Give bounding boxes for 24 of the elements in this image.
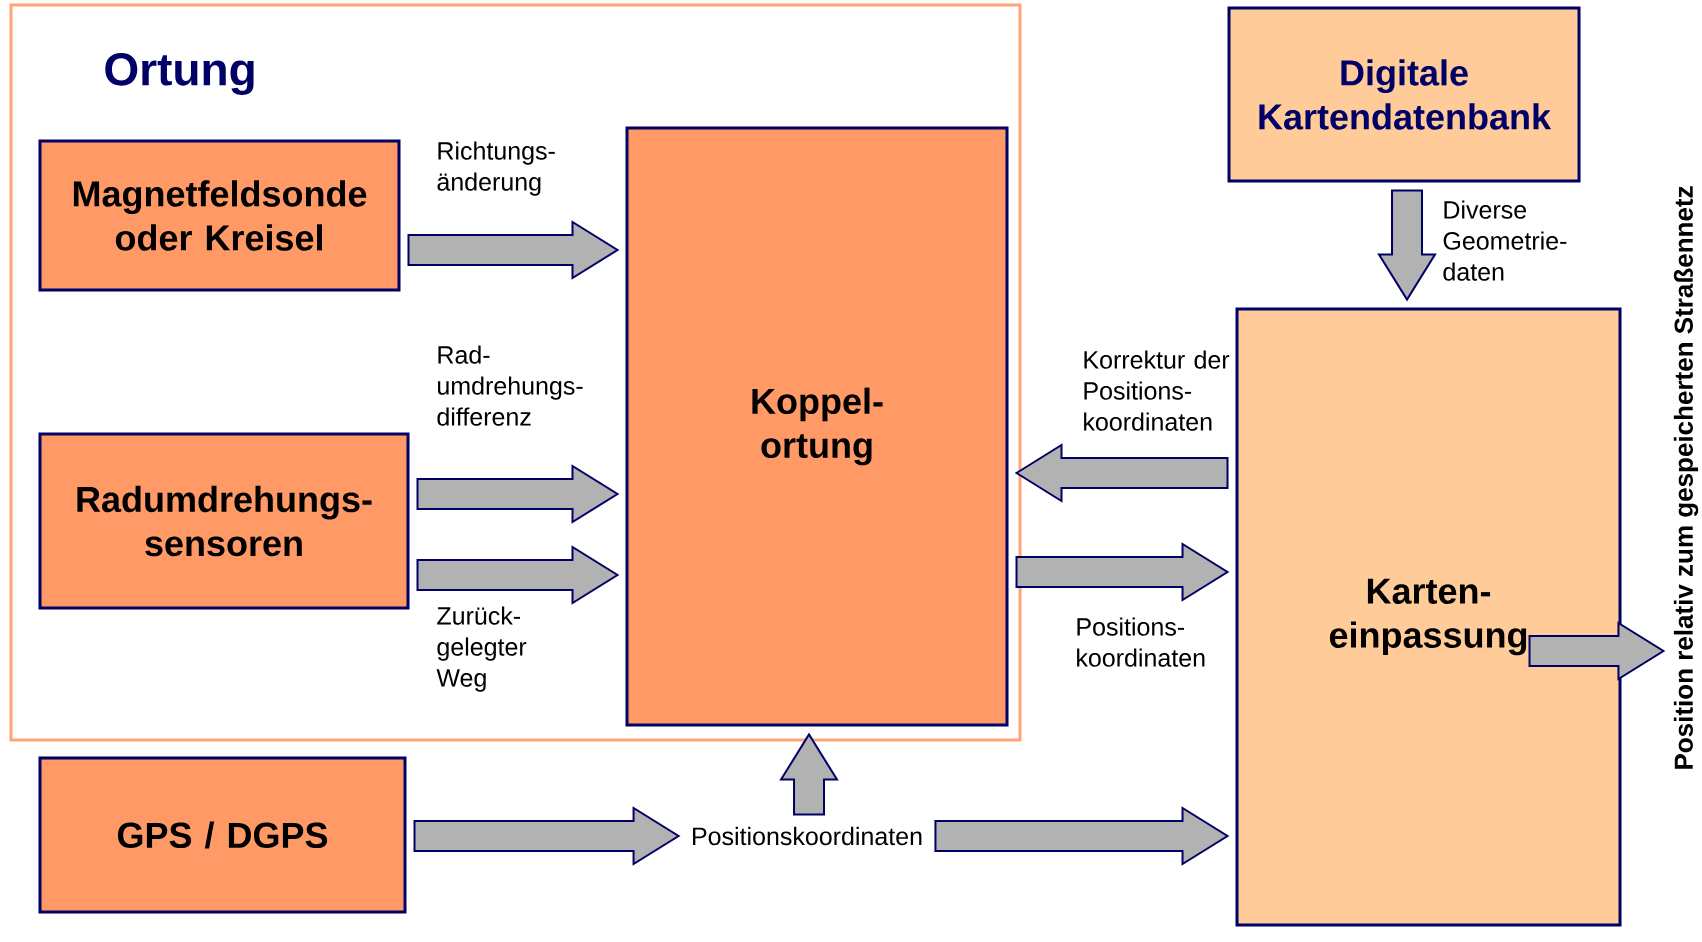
block-arrow <box>407 220 620 280</box>
block-arrow <box>416 464 620 524</box>
process-box: Radumdrehungs- sensoren <box>38 432 410 610</box>
edge-label: Korrektur der Positions- koordinaten <box>1084 350 1230 431</box>
process-box: Karten- einpassung <box>1235 307 1622 927</box>
block-arrow <box>779 732 839 816</box>
edge-label: Diverse Geometrie- daten <box>1443 200 1567 281</box>
block-arrow <box>413 806 681 866</box>
edge-label: Rad- umdrehungs- differenz <box>437 345 583 426</box>
process-box: Digitale Kartendatenbank <box>1227 6 1581 183</box>
block-arrow <box>1014 443 1229 503</box>
block-arrow <box>416 545 620 605</box>
edge-label: Zurück- gelegter Weg <box>436 606 527 692</box>
output-label: Position relativ zum gespeicherten Straßennetz <box>1673 186 1699 769</box>
block-arrow <box>1015 542 1230 602</box>
process-box: Magnetfeldsonde oder Kreisel <box>38 139 401 292</box>
edge-label: Positions- koordinaten <box>1077 617 1205 667</box>
block-arrow <box>934 806 1230 866</box>
block-arrow <box>1377 189 1437 302</box>
signal-label: Positionskoordinaten <box>693 826 922 846</box>
process-box: Koppel- ortung <box>625 126 1009 727</box>
process-box: GPS / DGPS <box>38 756 407 914</box>
block-arrow <box>1528 621 1666 681</box>
edge-label: Richtungs- änderung <box>437 141 555 196</box>
